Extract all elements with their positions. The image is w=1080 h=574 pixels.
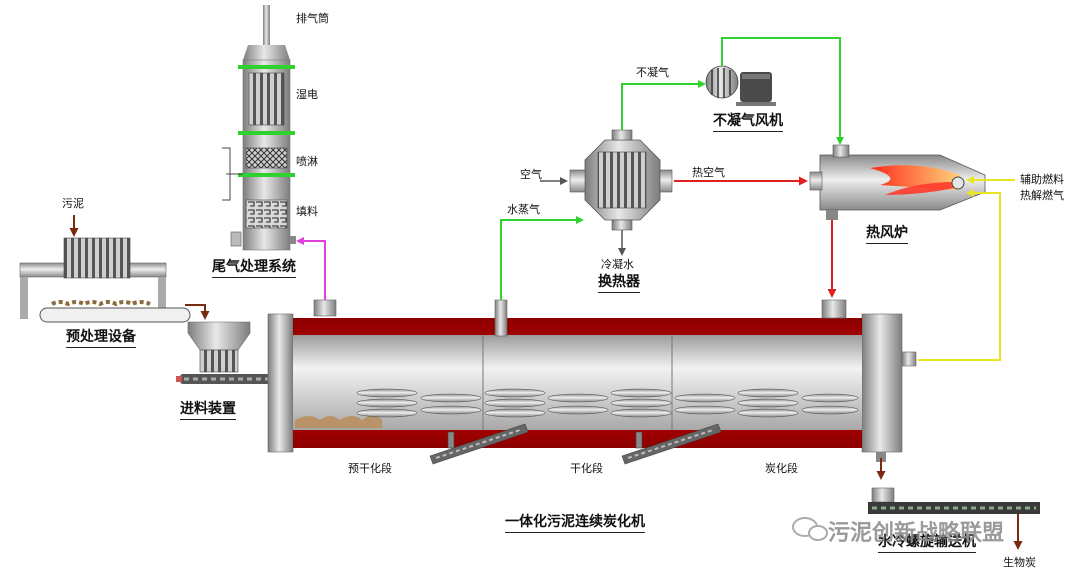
label-main-title: 一体化污泥连续炭化机 <box>505 513 645 533</box>
pretreatment-equipment <box>19 215 210 323</box>
tail-gas-tower <box>222 5 296 251</box>
hot-air-port <box>821 299 847 319</box>
wet-esp-tubes <box>248 72 285 126</box>
label-spray: 喷淋 <box>296 155 318 168</box>
vapor-port <box>494 299 508 337</box>
pipe-kiln-to-tail <box>296 237 326 300</box>
nc-gas-fan <box>705 65 776 106</box>
label-hot-air-furnace: 热风炉 <box>866 224 908 244</box>
label-exhaust-stack: 排气筒 <box>296 12 329 25</box>
hot-air-furnace <box>809 144 986 220</box>
label-water-vapor: 水蒸气 <box>507 203 540 216</box>
tail-gas-port <box>313 299 337 317</box>
label-feeding-device: 进料装置 <box>180 400 236 420</box>
pipe-vapor <box>500 216 584 300</box>
label-non-condensable-gas: 不凝气 <box>636 66 669 79</box>
label-air: 空气 <box>520 168 542 181</box>
belt-conveyor <box>39 307 191 323</box>
pyrolysis-gas-port <box>901 351 917 367</box>
wechat-icon <box>792 517 828 541</box>
flange-green-1 <box>238 65 295 69</box>
label-tail-gas-system: 尾气处理系统 <box>212 258 296 278</box>
pretreat-to-feed-arrow <box>185 304 210 320</box>
spray-layer <box>245 147 288 169</box>
label-hot-air: 热空气 <box>692 166 725 179</box>
exhaust-stack-pipe <box>263 5 270 45</box>
label-biochar: 生物炭 <box>1003 556 1036 569</box>
heat-exchanger <box>540 129 673 256</box>
pipe-nc-gas <box>621 80 706 130</box>
label-sludge: 污泥 <box>62 197 84 210</box>
pipe-fan-to-furnace <box>721 37 844 145</box>
label-screw-conveyor: 水冷螺旋输送机 <box>878 533 976 553</box>
label-aux-fuel: 辅助燃料 <box>1020 173 1064 186</box>
label-carbonization-section: 炭化段 <box>765 462 798 475</box>
label-nc-gas-fan: 不凝气风机 <box>713 112 783 132</box>
label-packing: 填料 <box>296 205 318 218</box>
label-pretreatment: 预处理设备 <box>66 328 136 348</box>
label-pre-drying: 预干化段 <box>348 462 392 475</box>
label-condensate: 冷凝水 <box>601 258 634 271</box>
label-wet-esp: 湿电 <box>296 88 318 101</box>
water-cooled-screw-conveyor <box>868 487 1040 550</box>
pipelines <box>296 37 1015 361</box>
filter-press <box>63 237 131 279</box>
carbonization-kiln <box>267 299 917 480</box>
feeding-device <box>176 321 300 384</box>
packing-layer <box>245 199 288 229</box>
label-pyrolysis-gas: 热解燃气 <box>1020 189 1064 202</box>
pipe-pyrolysis-gas <box>918 189 1001 361</box>
label-heat-exchanger: 换热器 <box>598 273 640 293</box>
label-drying: 干化段 <box>570 462 603 475</box>
watermark-text: 污泥创新战略联盟 <box>828 521 1005 546</box>
